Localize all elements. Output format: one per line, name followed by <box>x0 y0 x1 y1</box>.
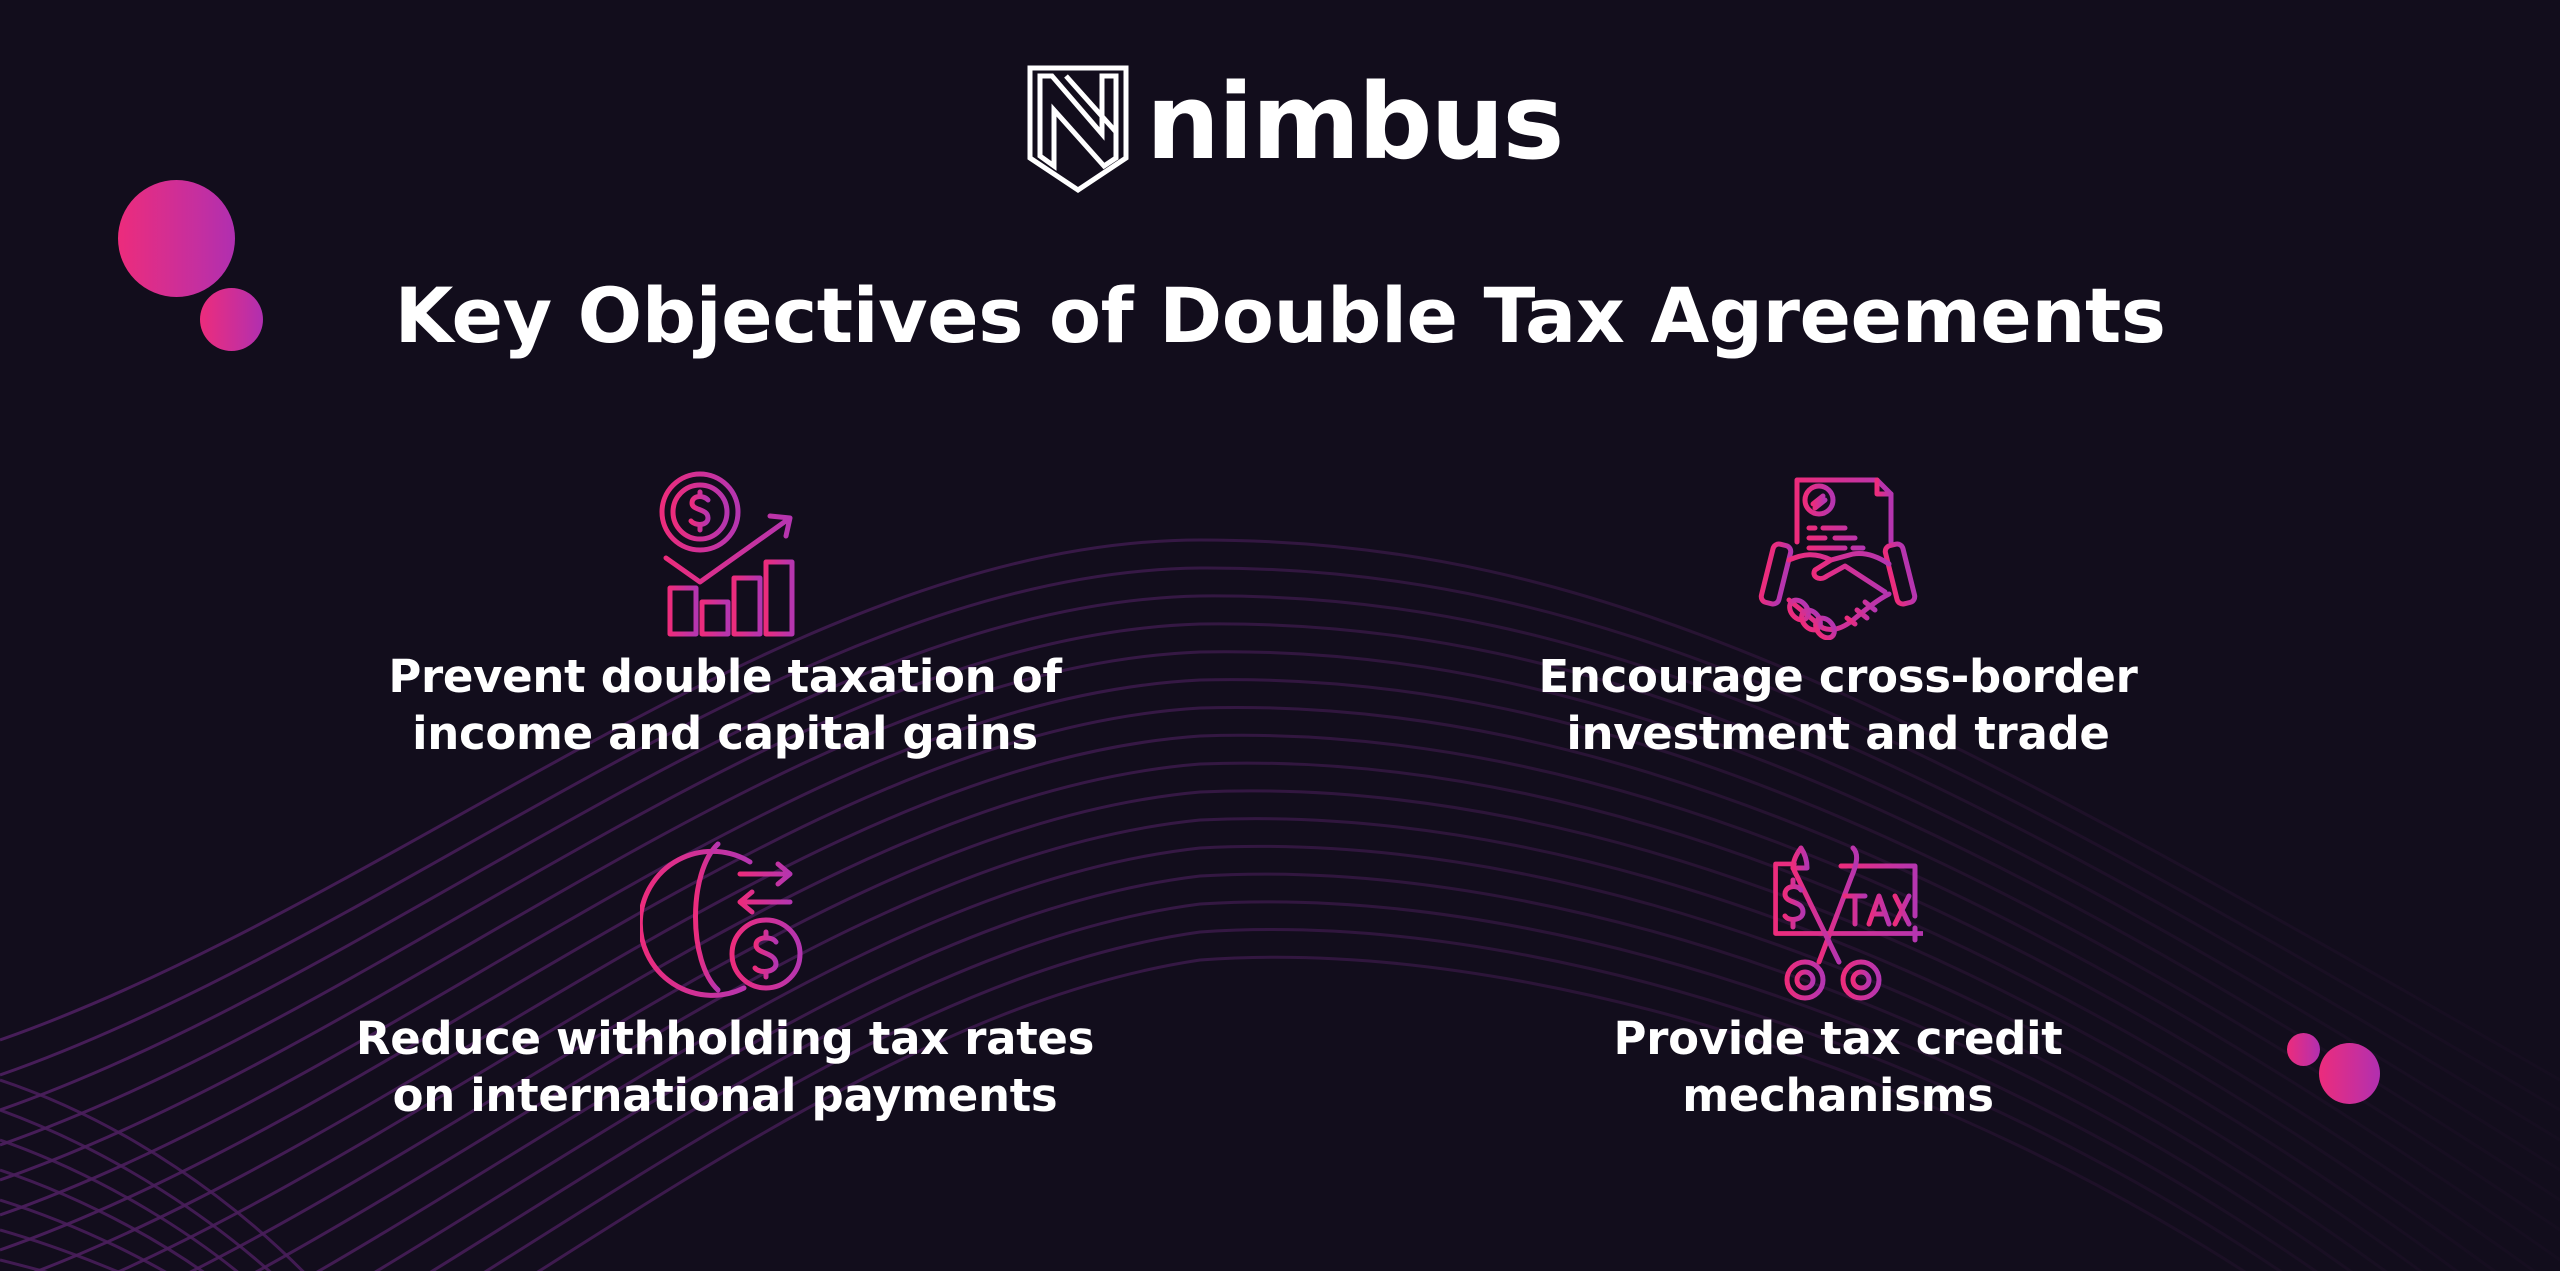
objective-item: Provide tax credit mechanisms <box>1388 832 2288 1124</box>
objective-item: Prevent double taxation of income and ca… <box>275 470 1175 762</box>
objective-label: Encourage cross-border investment and tr… <box>1538 650 2138 760</box>
globe-currency-exchange-icon <box>640 832 810 1002</box>
objective-item: Reduce withholding tax rates on internat… <box>275 832 1175 1124</box>
handshake-contract-icon <box>1753 470 1923 640</box>
brand-logo: nimbus <box>1026 61 1564 196</box>
decor-circle-large-top-left <box>118 180 235 297</box>
decor-circle-small-bottom-right <box>2287 1033 2320 1066</box>
decor-circle-large-bottom-right <box>2319 1043 2380 1104</box>
objective-label: Provide tax credit mechanisms <box>1613 1012 2063 1122</box>
objective-label: Prevent double taxation of income and ca… <box>388 650 1062 760</box>
page-title: Key Objectives of Double Tax Agreements <box>394 271 2166 360</box>
tax-cut-scissors-icon <box>1753 832 1923 1002</box>
n-shield-logo-icon <box>1026 64 1130 196</box>
decor-circle-small-top-left <box>200 288 263 351</box>
dollar-growth-chart-icon <box>640 470 810 640</box>
objective-label: Reduce withholding tax rates on internat… <box>355 1012 1095 1122</box>
brand-name: nimbus <box>1146 61 1564 183</box>
objective-item: Encourage cross-border investment and tr… <box>1388 470 2288 762</box>
